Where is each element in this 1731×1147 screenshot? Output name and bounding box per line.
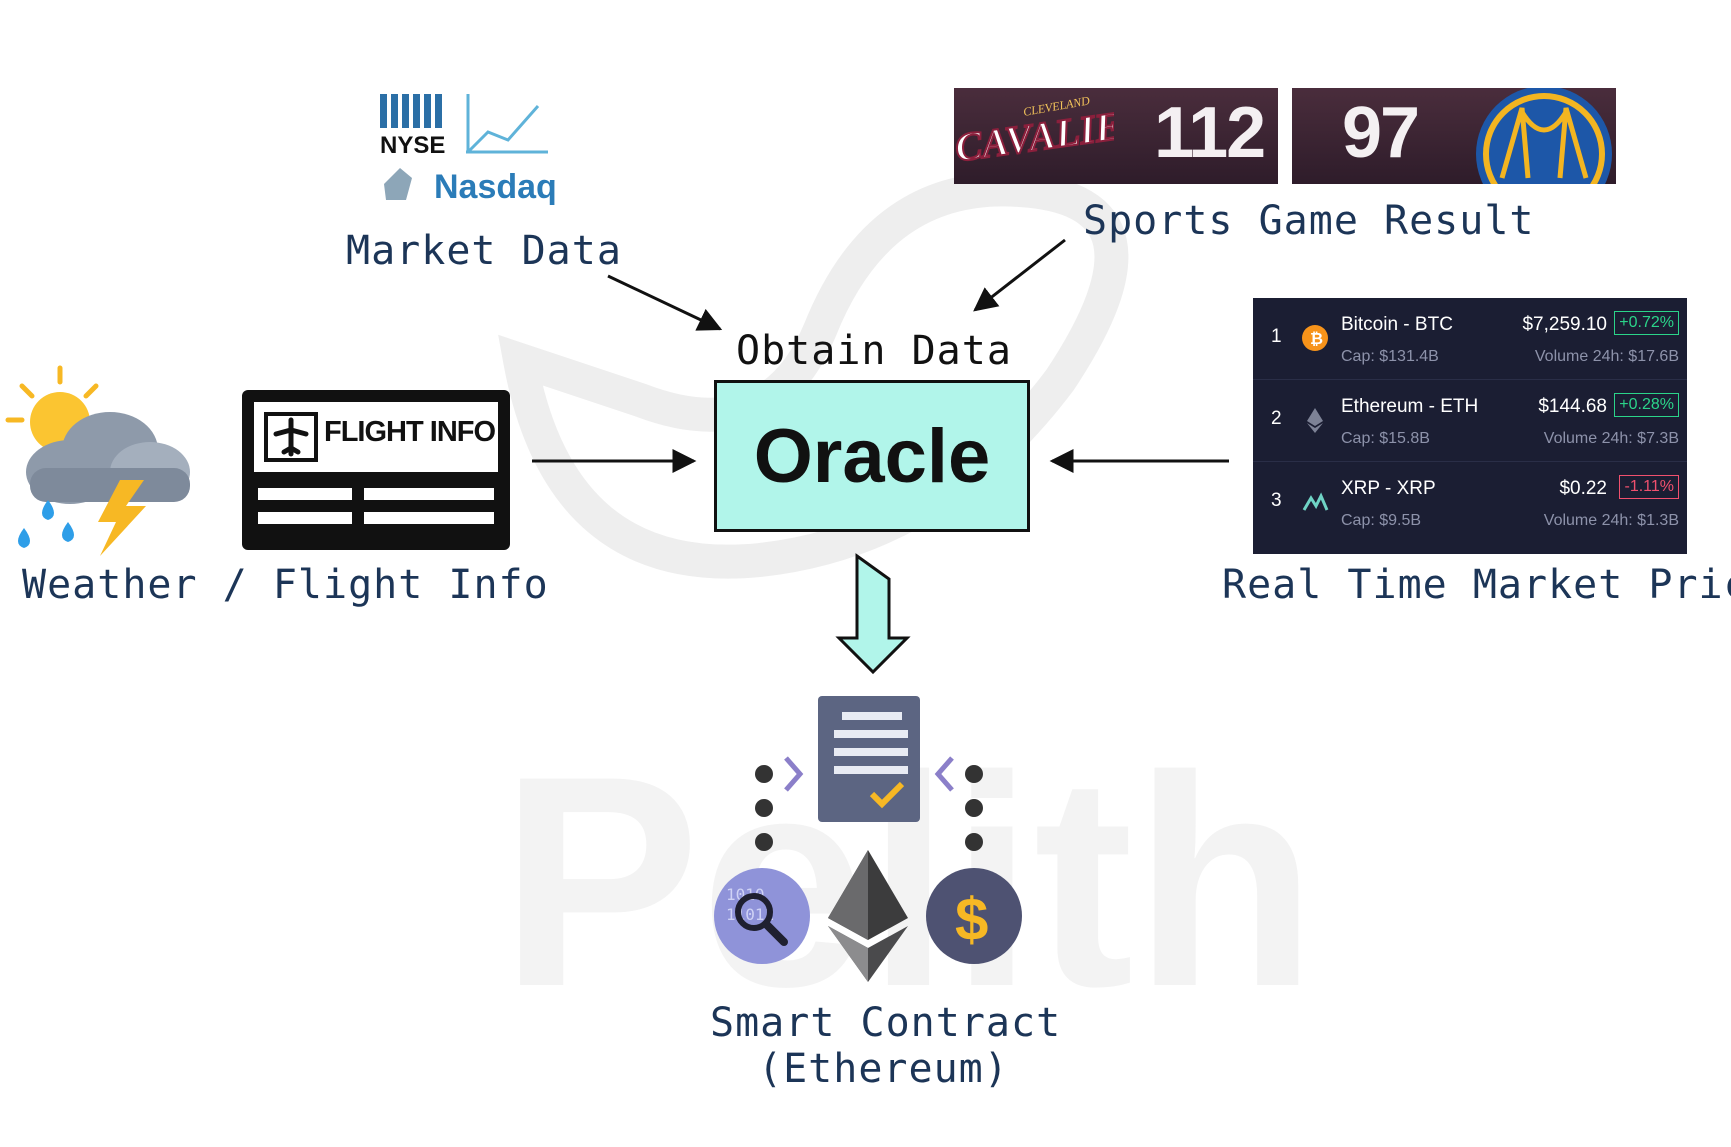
code-bracket-right-icon <box>934 756 954 792</box>
dollar-coin-icon: $ <box>926 868 1022 964</box>
table-row: 3 XRP - XRP Cap: $9.5B $0.22 -1.11% Volu… <box>1253 462 1687 544</box>
airplane-icon <box>264 412 318 462</box>
table-row: 2 Ethereum - ETH Cap: $15.8B $144.68 +0.… <box>1253 380 1687 462</box>
obtain-data-label: Obtain Data <box>736 328 1012 374</box>
rank: 1 <box>1271 326 1282 347</box>
cavaliers-logo-icon: CLEVELAND CAVALIERS <box>954 93 1114 171</box>
warriors-logo-icon <box>1476 88 1612 184</box>
oracle-title: Oracle <box>753 413 991 499</box>
table-row: 1 ₿ Bitcoin - BTC Cap: $131.4B $7,259.10… <box>1253 298 1687 380</box>
nasdaq-label: Nasdaq <box>434 168 557 206</box>
ethereum-icon <box>1307 408 1323 433</box>
coin-cap: Cap: $9.5B <box>1341 512 1422 529</box>
coin-price: $0.22 <box>1559 478 1607 499</box>
oracle-to-contract-arrow <box>835 553 911 675</box>
flight-card-line <box>258 512 352 524</box>
home-team-panel: CLEVELAND CAVALIERS 112 <box>954 88 1278 184</box>
flight-info-title: FLIGHT INFO <box>324 416 496 448</box>
nyse-logo-icon <box>380 94 548 200</box>
coin-change: +0.72% <box>1614 311 1679 335</box>
smart-contract-label: Smart Contract <box>710 1000 1062 1046</box>
flight-card-line <box>364 512 494 524</box>
oracle-box: Oracle <box>714 380 1030 532</box>
coin-cap: Cap: $131.4B <box>1341 348 1439 365</box>
weather-storm-icon <box>5 365 190 556</box>
arrow-market-to-oracle <box>607 274 723 331</box>
coin-volume: Volume 24h: $17.6B <box>1534 348 1679 365</box>
coin-volume: Volume 24h: $7.3B <box>1543 430 1679 447</box>
home-score: 112 <box>1154 93 1266 173</box>
flight-card-line <box>364 488 494 500</box>
coin-name: Bitcoin - BTC <box>1341 314 1453 335</box>
coin-price: $7,259.10 <box>1522 314 1607 335</box>
flight-card-header: FLIGHT INFO <box>254 402 498 472</box>
rank: 3 <box>1271 490 1282 511</box>
svg-text:$: $ <box>955 886 988 953</box>
coin-change: +0.28% <box>1614 393 1679 417</box>
realtime-price-label: Real Time Market Price <box>1222 562 1731 608</box>
svg-text:₿: ₿ <box>1310 330 1323 348</box>
coin-price: $144.68 <box>1538 396 1607 417</box>
away-score: 97 <box>1342 93 1420 173</box>
rank: 2 <box>1271 408 1282 429</box>
contract-document-icon <box>818 696 920 822</box>
away-team-panel: 97 <box>1292 88 1616 184</box>
code-bracket-left-icon <box>784 756 804 792</box>
crypto-price-table: 1 ₿ Bitcoin - BTC Cap: $131.4B $7,259.10… <box>1253 298 1687 554</box>
market-data-label: Market Data <box>346 228 622 274</box>
ethereum-logo-icon <box>828 850 908 982</box>
ethereum-sublabel: (Ethereum) <box>758 1046 1009 1092</box>
coin-volume: Volume 24h: $1.3B <box>1543 512 1679 529</box>
arrow-sports-to-oracle <box>973 238 1066 312</box>
coin-name: XRP - XRP <box>1341 478 1436 499</box>
watermark-logo <box>498 172 1129 579</box>
coin-cap: Cap: $15.8B <box>1341 430 1430 447</box>
dots-right <box>965 765 983 851</box>
weather-flight-label: Weather / Flight Info <box>22 562 549 608</box>
coin-name: Ethereum - ETH <box>1341 396 1479 417</box>
flight-info-card: FLIGHT INFO <box>242 390 510 550</box>
svg-text:1010: 1010 <box>726 885 765 904</box>
nyse-label: NYSE <box>380 132 446 159</box>
sports-result-label: Sports Game Result <box>1083 198 1535 244</box>
bitcoin-icon: ₿ <box>1302 325 1328 351</box>
xrp-icon <box>1302 492 1329 511</box>
binary-search-icon: 1010 11011 <box>714 868 810 964</box>
coin-change: -1.11% <box>1619 475 1679 499</box>
dots-left <box>755 765 773 851</box>
flight-card-line <box>258 488 352 500</box>
